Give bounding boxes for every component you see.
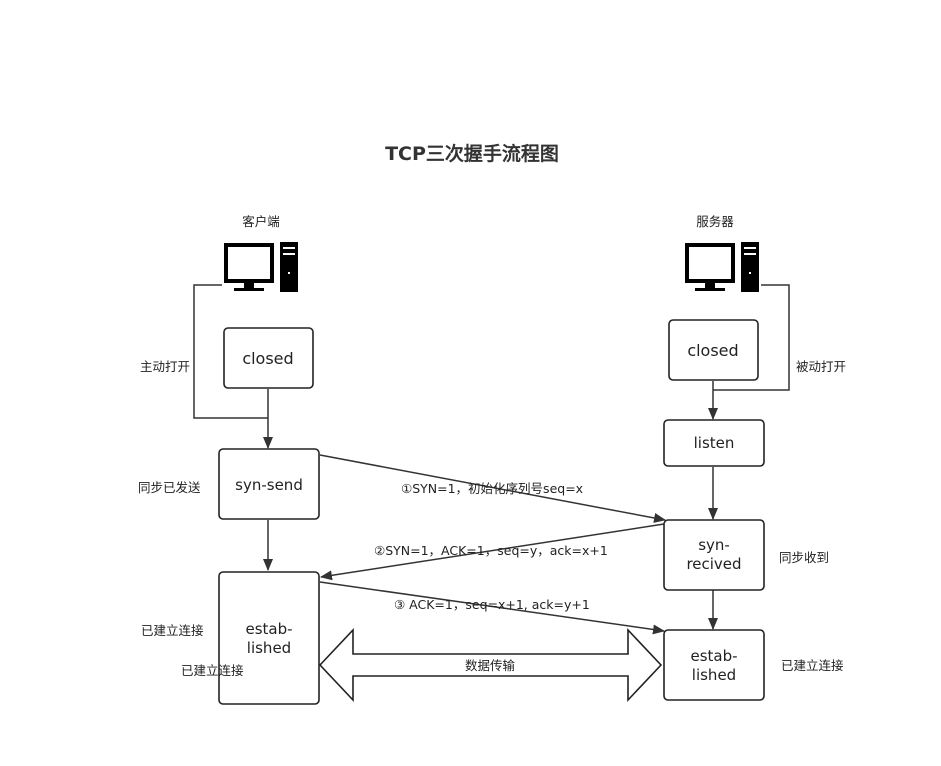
- step3-label: ③ ACK=1，seq=x+1, ack=y+1: [394, 597, 590, 612]
- data-transfer-arrow: [318, 627, 663, 703]
- client-open-connector: [193, 284, 268, 419]
- established-label-b: 已建立连接: [181, 663, 244, 678]
- server-closed-box: [668, 319, 759, 381]
- server-established-annotation: 已建立连接: [781, 658, 844, 673]
- step3-arrow: [319, 581, 665, 635]
- server-tower-icon: [685, 242, 759, 292]
- server-open-connector: [713, 284, 790, 391]
- server-synrecived-box: [663, 519, 765, 591]
- step2-arrow: [320, 523, 665, 581]
- active-open-label: 主动打开: [140, 359, 190, 374]
- client-established-label-line1: estab-: [245, 620, 292, 638]
- passive-open-label: 被动打开: [796, 359, 846, 374]
- step1-label: ①SYN=1，初始化序列号seq=x: [401, 481, 583, 496]
- data-transfer-label: 数据传输: [465, 658, 516, 673]
- established-label-a: 已建立连接: [141, 623, 204, 638]
- step1-arrow: [319, 454, 666, 523]
- client-label: 客户端: [242, 214, 280, 229]
- server-label: 服务器: [696, 214, 734, 229]
- server-synrecived-label-line1: syn-: [698, 536, 730, 554]
- server-established-label-line1: estab-: [690, 647, 737, 665]
- client-synsend-label: syn-send: [235, 476, 303, 494]
- diagram-title: TCP三次握手流程图: [385, 142, 559, 165]
- server-established-label-line2: lished: [692, 666, 736, 684]
- client-closed-box: [223, 327, 314, 389]
- server-listen-label: listen: [694, 434, 735, 452]
- syn-received-label: 同步收到: [779, 550, 829, 565]
- step2-label: ②SYN=1，ACK=1，seq=y，ack=x+1: [374, 543, 608, 558]
- syn-sent-label: 同步已发送: [138, 480, 201, 495]
- client-synsend-box: [218, 448, 320, 520]
- client-established-box: [218, 571, 320, 705]
- server-established-box: [663, 629, 765, 701]
- server-synrecived-label-line2: recived: [686, 555, 741, 573]
- client-established-label-line2: lished: [247, 639, 291, 657]
- client-closed-label: closed: [242, 349, 293, 368]
- server-closed-label: closed: [687, 341, 738, 360]
- computer-icon: [224, 242, 298, 292]
- server-listen-box: [663, 419, 765, 467]
